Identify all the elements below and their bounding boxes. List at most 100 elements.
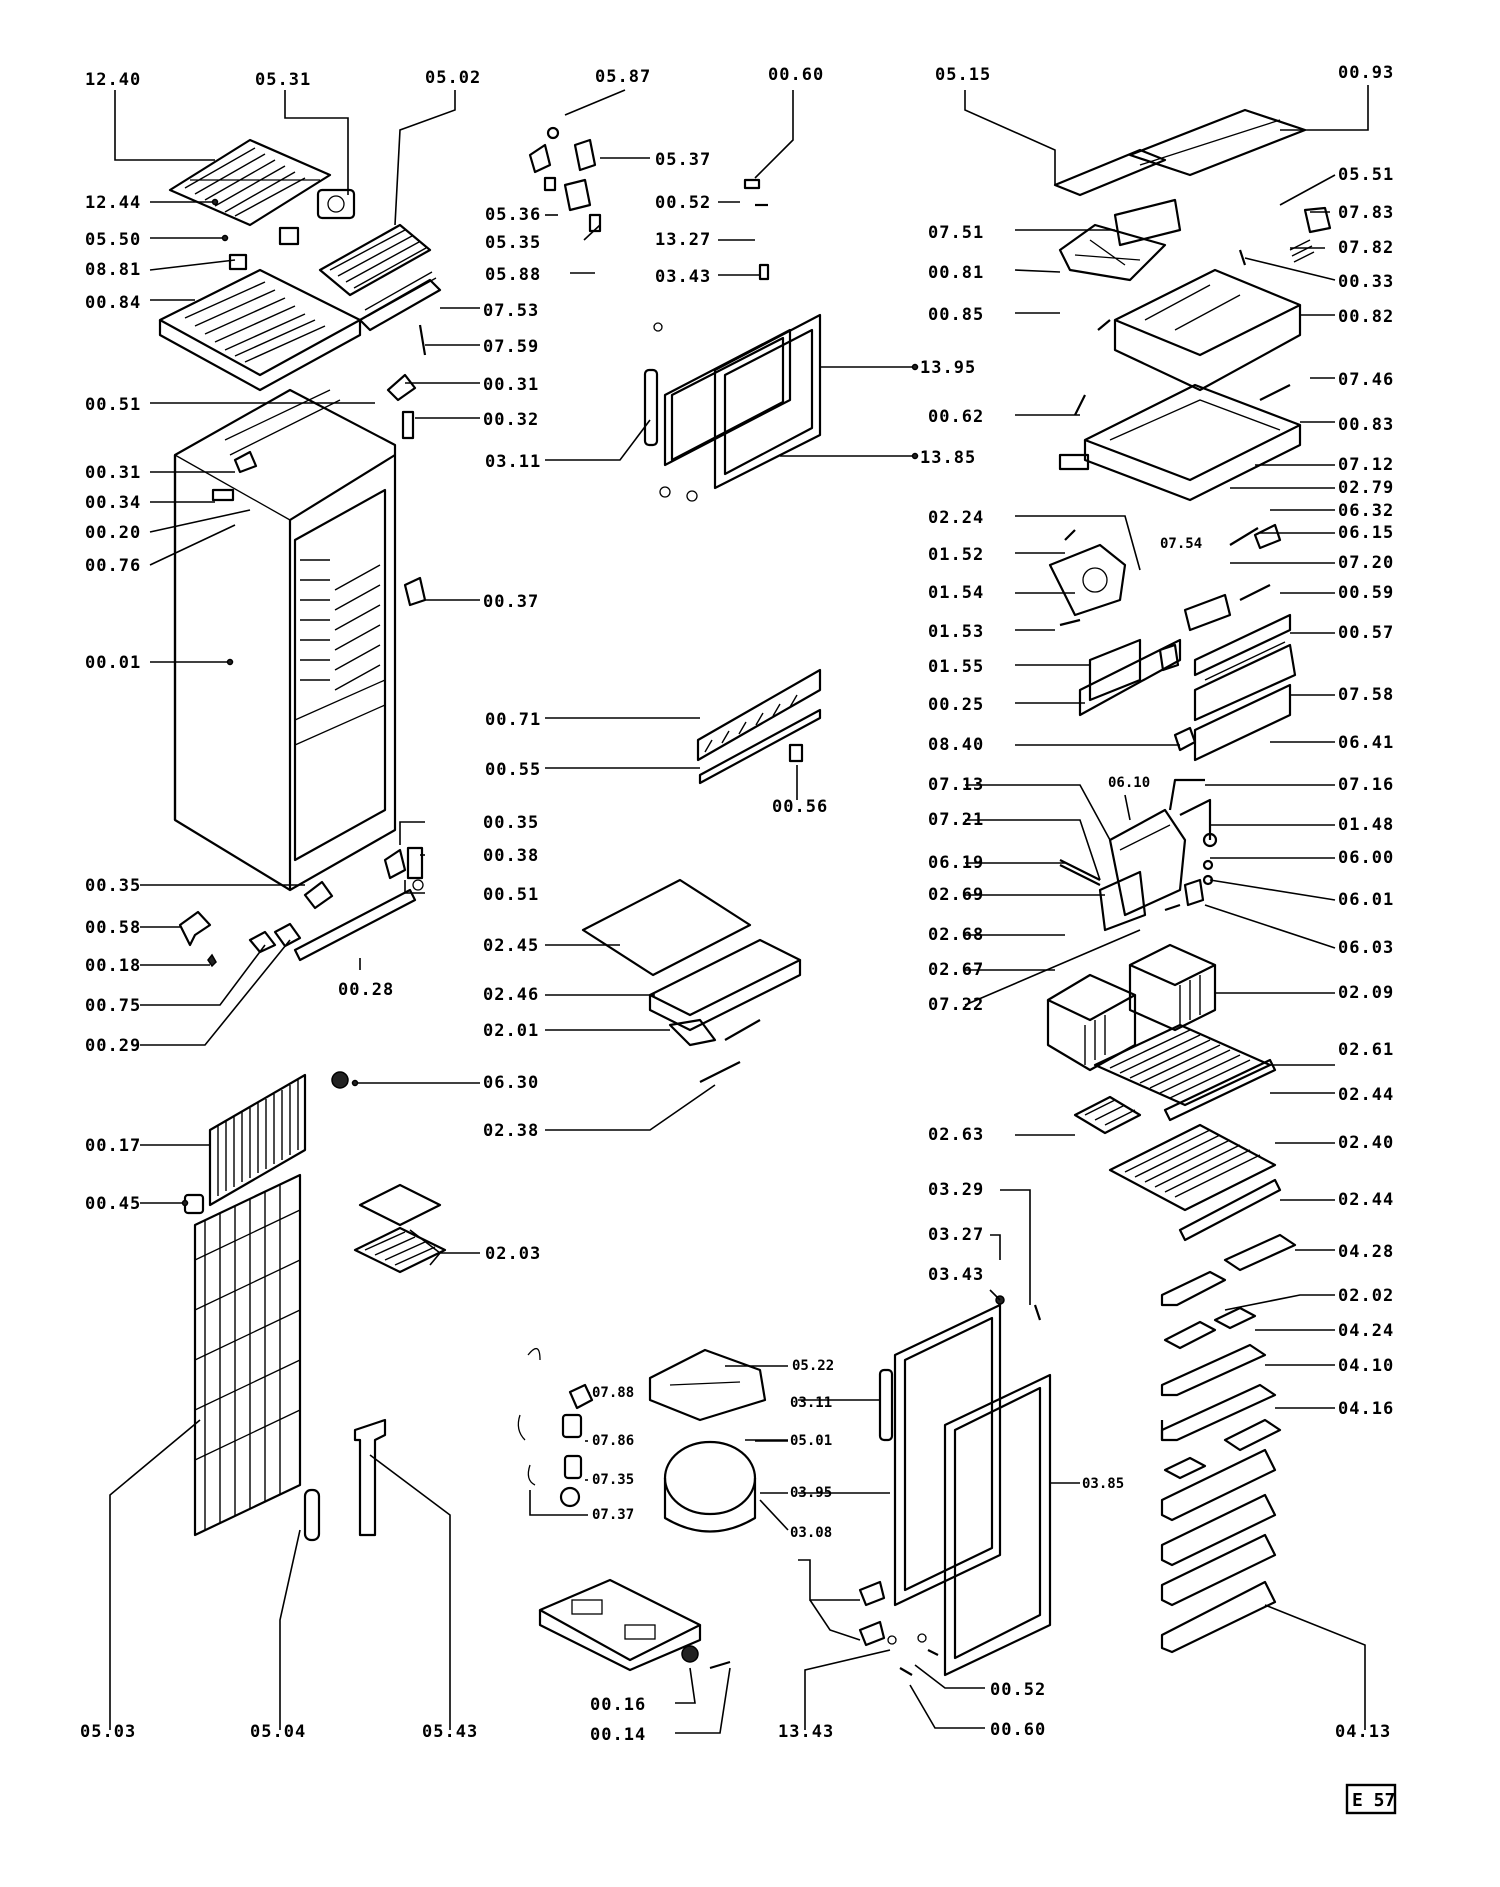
callout-label: 02.79 (1338, 478, 1394, 498)
callout-label: 00.31 (85, 463, 141, 483)
drier-and-bracket (303, 1071, 387, 1542)
callout-label: 03.11 (485, 452, 541, 472)
callout-label: 06.01 (1338, 890, 1394, 910)
callout-label: 03.85 (1082, 1476, 1124, 1492)
cabinet-bottom-parts (178, 846, 424, 968)
callout-label: 00.35 (483, 813, 539, 833)
callout-label: 00.75 (85, 996, 141, 1016)
callout-label: 00.32 (483, 410, 539, 430)
glass-shelf-and-crisper (581, 878, 802, 1083)
callout-label: 05.15 (935, 65, 991, 85)
callout-label: 00.18 (85, 956, 141, 976)
thermostat-top (228, 188, 356, 271)
page-reference: E 57 (1345, 1783, 1397, 1815)
callout-label: 04.13 (1335, 1722, 1391, 1742)
callout-label: 00.14 (590, 1725, 646, 1745)
callout-label: 00.17 (85, 1136, 141, 1156)
callout-label: 03.43 (655, 267, 711, 287)
callout-label: 00.57 (1338, 623, 1394, 643)
callout-label: 00.59 (1338, 583, 1394, 603)
callout-label: 04.24 (1338, 1321, 1394, 1341)
callout-label: 02.24 (928, 508, 984, 528)
callout-label: 07.22 (928, 995, 984, 1015)
callout-label: 06.32 (1338, 501, 1394, 521)
callout-label: 00.52 (990, 1680, 1046, 1700)
door-bins (1160, 1233, 1297, 1654)
freezer-drawer-lower (158, 268, 362, 392)
callout-label: 02.63 (928, 1125, 984, 1145)
callout-label: 00.35 (85, 876, 141, 896)
callout-label: 07.54 (1160, 536, 1202, 552)
thermostat-cluster (528, 126, 770, 281)
callout-label: 02.02 (1338, 1286, 1394, 1306)
callout-label: 00.34 (85, 493, 141, 513)
callout-label: 01.48 (1338, 815, 1394, 835)
callout-label: 00.58 (85, 918, 141, 938)
callout-label: 00.20 (85, 523, 141, 543)
callout-label: 05.43 (422, 1722, 478, 1742)
callout-label: 00.28 (338, 980, 394, 1000)
callout-label: 03.43 (928, 1265, 984, 1285)
callout-label: 00.51 (483, 885, 539, 905)
callout-label: 00.01 (85, 653, 141, 673)
callout-label: 02.68 (928, 925, 984, 945)
callout-label: 03.11 (790, 1395, 832, 1411)
callout-label: 07.21 (928, 810, 984, 830)
callout-label: 07.83 (1338, 203, 1394, 223)
callout-label: 06.30 (483, 1073, 539, 1093)
wire-shelves (1073, 1023, 1282, 1242)
callout-label: 00.60 (768, 65, 824, 85)
callout-label: 00.51 (85, 395, 141, 415)
callout-label: 01.52 (928, 545, 984, 565)
leader-lines (109, 85, 1369, 1734)
callout-label: 05.03 (80, 1722, 136, 1742)
callout-label: 00.84 (85, 293, 141, 313)
callout-label: 05.22 (792, 1358, 834, 1374)
callout-label: 06.10 (1108, 775, 1150, 791)
callout-label: 07.35 (592, 1472, 634, 1488)
callout-label: 12.40 (85, 70, 141, 90)
freezer-shelf-upper (168, 138, 332, 227)
callout-label: 00.56 (772, 797, 828, 817)
callout-label: 03.08 (790, 1525, 832, 1541)
callout-label: 02.44 (1338, 1190, 1394, 1210)
callout-label: 00.16 (590, 1695, 646, 1715)
callout-label: 04.10 (1338, 1356, 1394, 1376)
callout-label: 07.59 (483, 337, 539, 357)
leader-arrowheads (181, 198, 919, 1207)
thermostat-housing (1059, 778, 1218, 932)
callout-label: 07.37 (592, 1507, 634, 1523)
callout-label: 04.28 (1338, 1242, 1394, 1262)
callout-label: 02.40 (1338, 1133, 1394, 1153)
callout-label: 13.85 (920, 448, 976, 468)
callout-label: 02.44 (1338, 1085, 1394, 1105)
callout-label: 06.19 (928, 853, 984, 873)
callout-label: 13.27 (655, 230, 711, 250)
shelf-frame (1058, 319, 1302, 502)
callout-label: 00.62 (928, 407, 984, 427)
callout-label: 05.31 (255, 70, 311, 90)
callout-label: 07.82 (1338, 238, 1394, 258)
callout-label: 04.16 (1338, 1399, 1394, 1419)
callout-label: 00.55 (485, 760, 541, 780)
callout-label: 02.61 (1338, 1040, 1394, 1060)
callout-label: 02.46 (483, 985, 539, 1005)
callout-label: 07.12 (1338, 455, 1394, 475)
callout-label: 07.46 (1338, 370, 1394, 390)
callout-label: 06.41 (1338, 733, 1394, 753)
callout-label: 00.81 (928, 263, 984, 283)
callout-label: 05.51 (1338, 165, 1394, 185)
callout-label: 05.88 (485, 265, 541, 285)
callout-label: 00.31 (483, 375, 539, 395)
callout-label: 03.27 (928, 1225, 984, 1245)
callout-label: 00.93 (1338, 63, 1394, 83)
callout-label: 02.38 (483, 1121, 539, 1141)
compressor-assembly (517, 1348, 767, 1533)
callout-label: 01.55 (928, 657, 984, 677)
callout-label: 12.44 (85, 193, 141, 213)
callout-label: 00.52 (655, 193, 711, 213)
callout-label: 00.82 (1338, 307, 1394, 327)
callout-label: 06.03 (1338, 938, 1394, 958)
condenser-coil (183, 1173, 302, 1537)
